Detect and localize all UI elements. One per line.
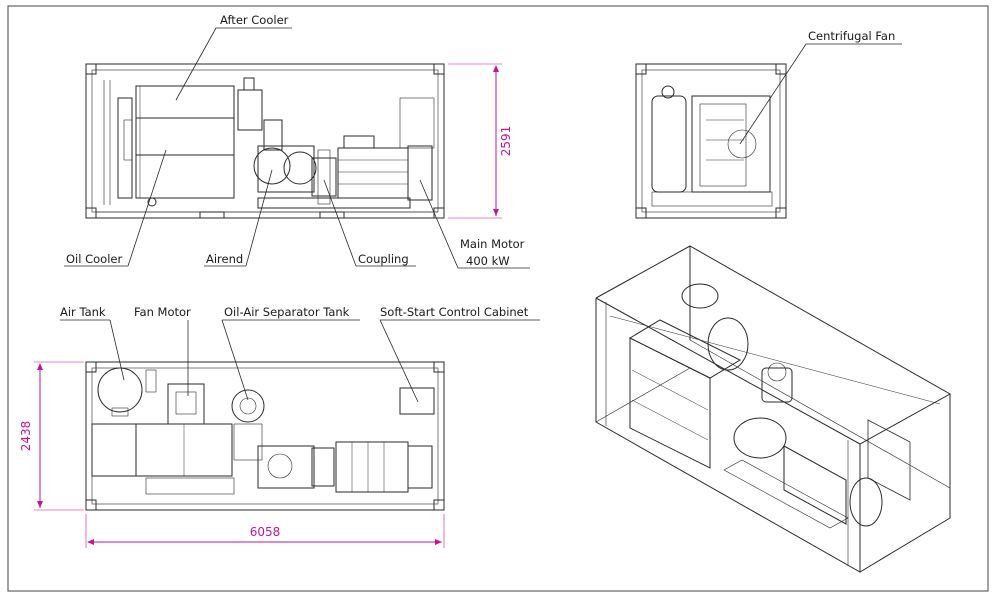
- label-air-tank: Air Tank: [60, 305, 106, 319]
- dimension-width: 2438: [19, 361, 84, 511]
- label-after-cooler: After Cooler: [220, 13, 289, 27]
- side-view: [635, 63, 787, 219]
- front-view: [85, 63, 445, 219]
- label-motor-power: 400 kW: [466, 254, 510, 268]
- label-centrifugal-fan: Centrifugal Fan: [808, 29, 895, 43]
- label-main-motor: Main Motor: [460, 237, 525, 251]
- top-view: [85, 361, 445, 511]
- label-separator-tank: Oil-Air Separator Tank: [224, 305, 350, 319]
- width-value: 2438: [19, 421, 33, 452]
- sheet-border: [7, 5, 989, 592]
- height-value: 2591: [499, 126, 513, 157]
- label-airend: Airend: [206, 252, 243, 266]
- dimension-height: 2591: [448, 63, 513, 219]
- label-coupling: Coupling: [358, 252, 409, 266]
- label-fan-motor: Fan Motor: [134, 305, 191, 319]
- leader-lines: [60, 27, 902, 403]
- isometric-view: [595, 245, 952, 573]
- dimension-length: 6058: [85, 514, 445, 548]
- label-control-cabinet: Soft-Start Control Cabinet: [380, 305, 529, 319]
- label-oil-cooler: Oil Cooler: [66, 252, 122, 266]
- length-value: 6058: [250, 525, 281, 539]
